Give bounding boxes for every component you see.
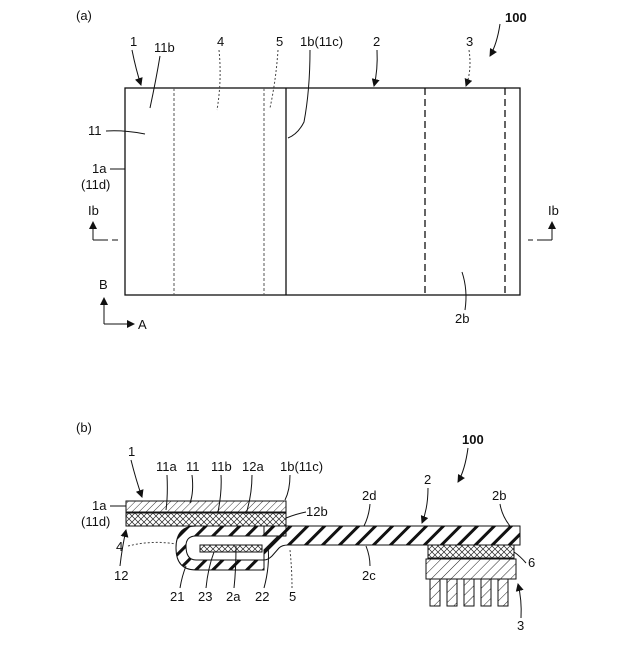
fin-4: [481, 579, 491, 606]
leader-b-3: [518, 584, 521, 618]
leader-2d: [364, 504, 370, 526]
leader-2c: [366, 546, 370, 566]
label-11d: (11d): [81, 177, 110, 192]
leader-3: [466, 50, 470, 86]
panel-a: (a) 100 1 11b 4 5 1b(11c) 2 3 11 1a (11d…: [76, 8, 559, 332]
leader-b-5: [290, 550, 292, 588]
label-3: 3: [466, 34, 473, 49]
label-2: 2: [373, 34, 380, 49]
fin-1: [430, 579, 440, 606]
leader-12b: [286, 512, 306, 518]
fin-3: [464, 579, 474, 606]
component-23: [200, 545, 262, 552]
leader-21: [180, 566, 186, 588]
fin-2: [447, 579, 457, 606]
label-22: 22: [255, 589, 269, 604]
leader-1: [132, 50, 141, 85]
label-11b: 11b: [154, 40, 175, 55]
panel-b-label: (b): [76, 420, 92, 435]
label-b-2b: 2b: [492, 488, 506, 503]
leader-b-1b11c: [285, 475, 290, 500]
label-2b: 2b: [455, 311, 469, 326]
section-mark-right: Ib: [548, 203, 559, 218]
board-2-bridge: [264, 526, 286, 536]
axis-label-a: A: [138, 317, 147, 332]
leader-b-2b: [500, 504, 510, 526]
label-1a: 1a: [92, 161, 107, 176]
label-b-3: 3: [517, 618, 524, 633]
label-23: 23: [198, 589, 212, 604]
layer-11: [126, 501, 286, 512]
label-b-1a: 1a: [92, 498, 107, 513]
label-2c: 2c: [362, 568, 376, 583]
ref-100-arrow: [490, 24, 500, 56]
label-b-1: 1: [128, 444, 135, 459]
leader-5: [270, 50, 278, 108]
label-21: 21: [170, 589, 184, 604]
label-5: 5: [276, 34, 283, 49]
label-b-2: 2: [424, 472, 431, 487]
label-b-11b: 11b: [211, 459, 232, 474]
leader-2b: [462, 272, 466, 310]
heat-sink-fins: [430, 579, 508, 606]
label-1: 1: [130, 34, 137, 49]
layer-12: [126, 513, 286, 526]
section-mark-left: Ib: [88, 203, 99, 218]
label-12b: 12b: [306, 504, 328, 519]
leader-2: [374, 50, 377, 86]
label-2a: 2a: [226, 589, 241, 604]
leader-b-11: [190, 475, 193, 503]
leader-1b11c: [288, 50, 310, 138]
label-b-5: 5: [289, 589, 296, 604]
label-b-1b11c: 1b(11c): [280, 459, 323, 474]
panel-a-label: (a): [76, 8, 92, 23]
label-2d: 2d: [362, 488, 376, 503]
leader-b-4: [128, 542, 176, 546]
label-b-11d: (11d): [81, 514, 110, 529]
leader-11b: [150, 56, 160, 108]
panel-a-ref-100: 100: [505, 10, 527, 25]
layer-6: [428, 545, 514, 558]
leader-b-2: [422, 488, 428, 523]
heat-sink-base: [426, 559, 516, 579]
label-1b11c: 1b(11c): [300, 34, 343, 49]
label-4: 4: [217, 34, 224, 49]
label-12a: 12a: [242, 459, 264, 474]
label-11: 11: [88, 123, 102, 138]
panel-b: (b) 100 1 11a 11 11b: [76, 420, 535, 633]
label-12: 12: [114, 568, 128, 583]
fin-5: [498, 579, 508, 606]
label-11a: 11a: [156, 459, 177, 474]
axis-label-b: B: [99, 277, 108, 292]
label-b-11: 11: [186, 459, 200, 474]
leader-b-1: [131, 460, 142, 497]
assembly-outline: [125, 88, 520, 295]
ref-100-arrow-b: [458, 448, 468, 482]
leader-4: [217, 50, 220, 110]
panel-b-ref-100: 100: [462, 432, 484, 447]
label-6: 6: [528, 555, 535, 570]
